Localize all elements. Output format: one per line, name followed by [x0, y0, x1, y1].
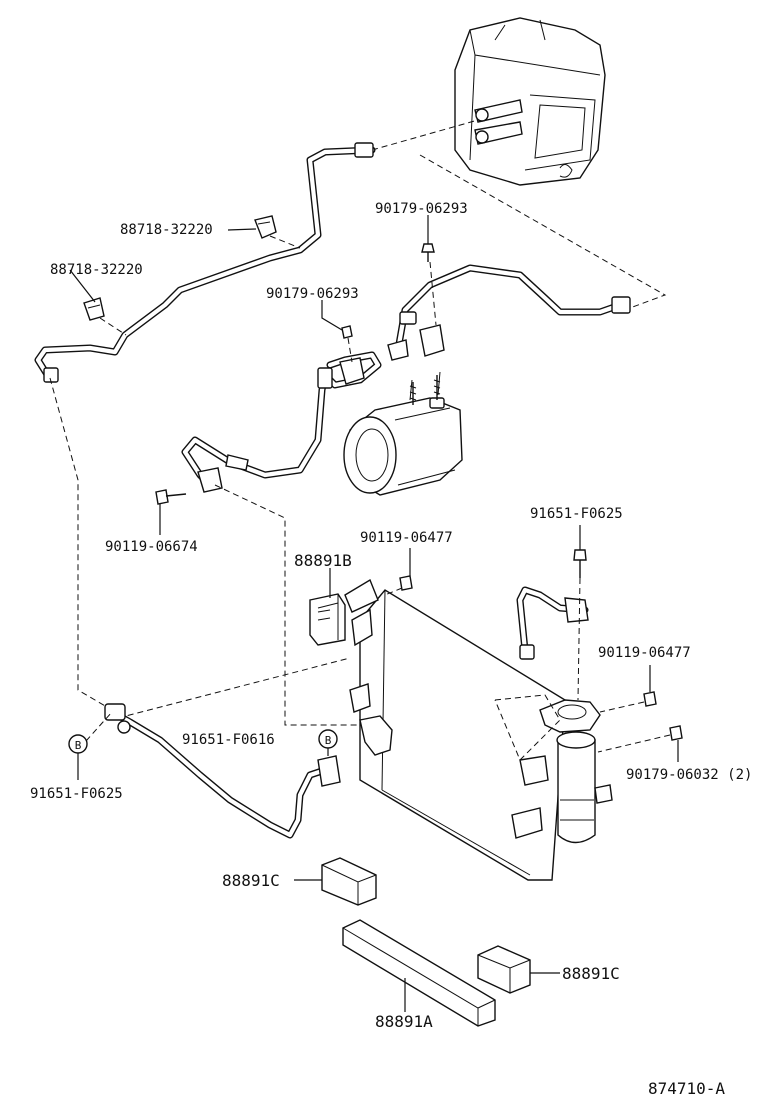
label-88891c-right: 88891C [562, 964, 620, 983]
cushion-88891b [309, 593, 346, 646]
bolt-90179-top [421, 243, 435, 262]
label-90179-right: 90179-06032 (2) [626, 767, 752, 783]
bolt-90119-left [155, 489, 187, 505]
cushion-88891a [342, 919, 496, 1027]
label-88891c-left: 88891C [222, 871, 280, 890]
dash-evap-lower [419, 154, 667, 309]
label-91651-center: 91651-F0616 [182, 732, 275, 748]
dash-to-condenser [117, 657, 351, 719]
dash-bolt-top [429, 261, 437, 326]
clamp-88718-upper [254, 215, 277, 239]
dash-clamp-upper [269, 235, 301, 249]
label-88718-upper: 88718-32220 [120, 222, 213, 238]
label-90119-left: 90119-06674 [105, 539, 198, 555]
clamp-88718-lower [83, 297, 105, 321]
label-91651-left: 91651-F0625 [30, 786, 123, 802]
receiver-pipe [516, 586, 589, 660]
marker-b-center: B [318, 729, 338, 749]
liquid-pipe-lower [104, 703, 341, 839]
leader-88718-upper [227, 228, 257, 231]
svg-text:B: B [75, 739, 82, 752]
condenser [344, 578, 566, 881]
dash-bolt-90119-right [599, 701, 645, 713]
liquid-pipe-upper [34, 142, 376, 383]
diagram-code: 874710-A [648, 1079, 725, 1098]
label-91651-right-top: 91651-F0625 [530, 506, 623, 522]
bolt-91651-right [573, 549, 587, 578]
bolt-90119-center [399, 575, 413, 591]
dash-bolt-90179-right [597, 734, 671, 753]
dash-bolt-center [384, 587, 403, 596]
dash-clamp-lower [99, 317, 127, 336]
compressor-bolts [409, 375, 441, 405]
receiver-drier [539, 699, 613, 844]
evaporator-unit [454, 17, 606, 186]
svg-text:B: B [325, 734, 332, 747]
dash-bracket-left [214, 484, 365, 726]
label-90119-center: 90119-06477 [360, 530, 453, 546]
cushion-88891c-left [321, 857, 377, 906]
bolt-90179-mid [341, 325, 353, 339]
bolt-90179-right [669, 725, 683, 741]
dash-bolt-mid [347, 337, 353, 363]
compressor [343, 371, 463, 496]
cushion-88891c-right [477, 945, 531, 994]
dash-receiver-bracket [494, 694, 561, 761]
label-88891b: 88891B [294, 551, 352, 570]
label-90179-mid: 90179-06293 [266, 286, 359, 302]
dash-marker-left [85, 711, 113, 742]
bolt-90119-right [643, 691, 657, 707]
leader-90179-mid [321, 300, 343, 331]
discharge-hose [181, 351, 382, 493]
marker-b-left: B [68, 734, 88, 754]
label-90179-top: 90179-06293 [375, 201, 468, 217]
leader-88718-lower [69, 269, 96, 303]
dash-bolt-right [577, 577, 581, 701]
suction-hose [387, 264, 631, 361]
label-88718-lower: 88718-32220 [50, 262, 143, 278]
label-90119-right: 90119-06477 [598, 645, 691, 661]
dash-left-vertical [49, 377, 113, 711]
label-88891a: 88891A [375, 1012, 433, 1031]
dash-evap-upper [371, 119, 479, 151]
